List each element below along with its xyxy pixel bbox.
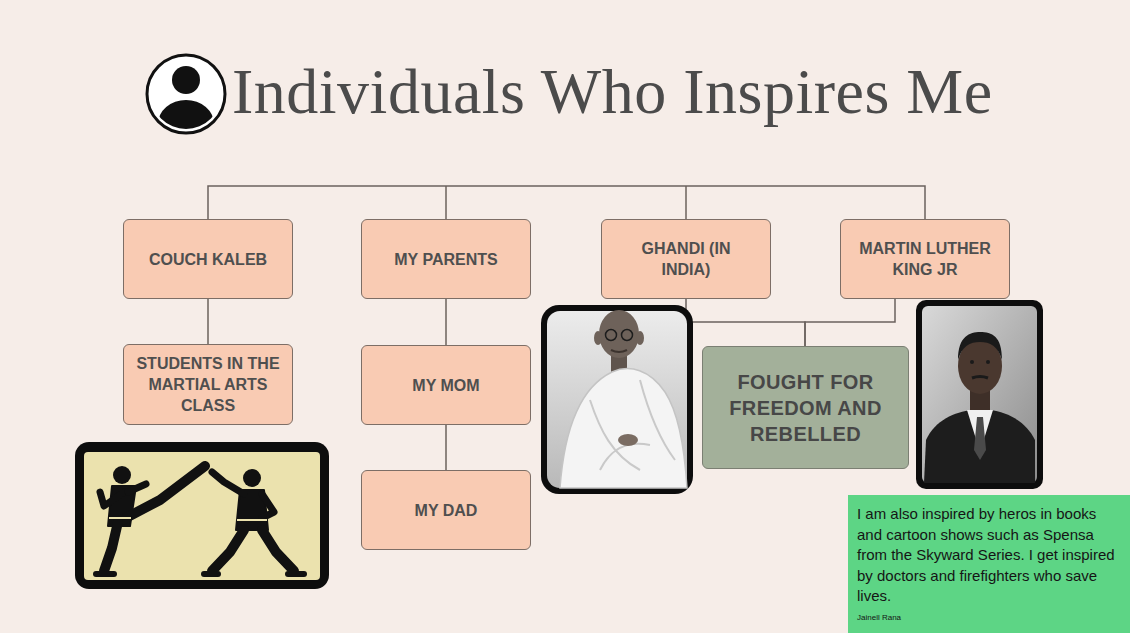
leader-box: MARTIN LUTHER KING JR — [840, 219, 1010, 299]
parent-box: MY DAD — [361, 470, 531, 550]
box-label: MY MOM — [412, 375, 479, 396]
coach-box: COUCH KALEB — [123, 219, 293, 299]
parents-box: MY PARENTS — [361, 219, 531, 299]
leader-box: GHANDI (IN INDIA) — [601, 219, 771, 299]
box-label: STUDENTS IN THE MARTIAL ARTS CLASS — [132, 353, 284, 416]
note-box: I am also inspired by heros in books and… — [848, 495, 1130, 633]
connector-line — [805, 299, 895, 346]
box-label: MY DAD — [415, 500, 478, 521]
box-label: FOUGHT FOR FREEDOM AND REBELLED — [711, 369, 900, 447]
connector-line — [445, 425, 447, 470]
connector-line — [686, 299, 805, 346]
box-label: MY PARENTS — [394, 249, 497, 270]
box-label: MARTIN LUTHER KING JR — [849, 238, 1001, 280]
box-label: COUCH KALEB — [149, 249, 267, 270]
students-box: STUDENTS IN THE MARTIAL ARTS CLASS — [123, 344, 293, 425]
connector-line — [207, 299, 209, 344]
note-text: I am also inspired by heros in books and… — [857, 504, 1122, 607]
author-credit: Jainell Rana — [857, 613, 901, 623]
portrait-photo — [916, 300, 1043, 489]
connector-line — [445, 299, 447, 345]
top-bracket — [208, 186, 925, 219]
user-icon — [147, 55, 225, 148]
parent-box: MY MOM — [361, 345, 531, 425]
quality-box: FOUGHT FOR FREEDOM AND REBELLED — [702, 346, 909, 469]
page-title: Individuals Who Inspires Me — [232, 52, 993, 132]
martial-arts-picture — [75, 442, 329, 589]
portrait-photo — [541, 305, 693, 494]
box-label: GHANDI (IN INDIA) — [627, 238, 745, 280]
